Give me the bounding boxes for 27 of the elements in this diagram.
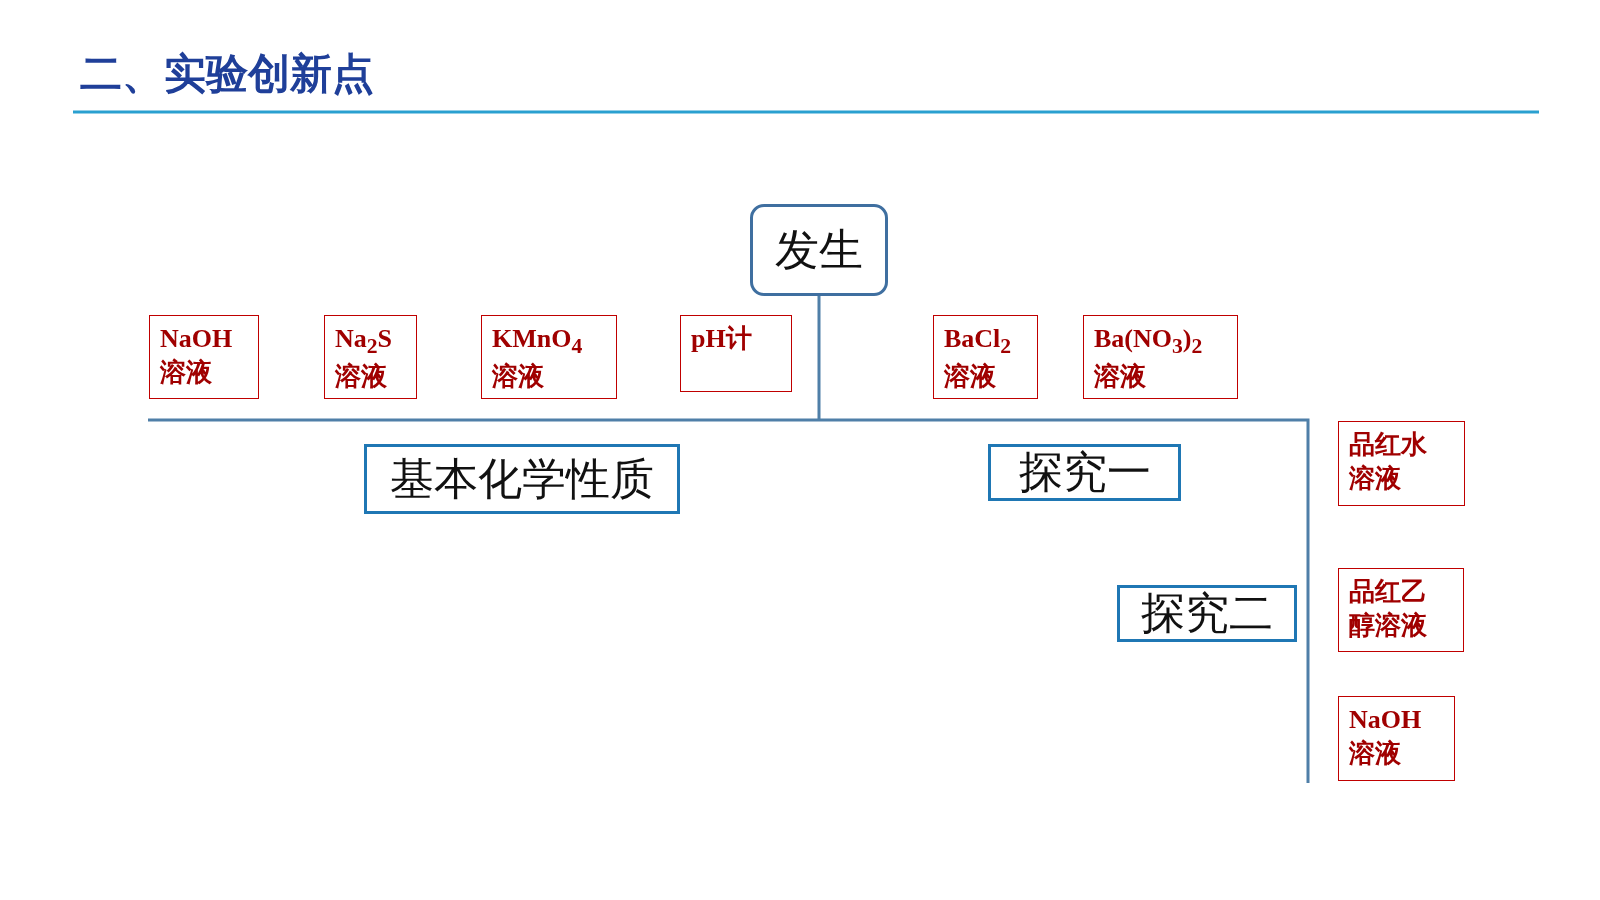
reagent-box [481,315,617,399]
reagent-label: pH计 [691,323,753,355]
category-box [1117,585,1297,642]
node-label: 发生 [775,222,863,277]
reagent-box [1338,568,1464,652]
reagent-box [149,315,259,399]
reagent-box [1338,696,1455,781]
node-label: 探究二 [1141,586,1273,640]
node-label: 基本化学性质 [390,451,654,506]
reagent-label: NaOH 溶液 [160,323,234,389]
reagent-box [1338,421,1465,506]
reagent-label: Na$_{2}$S 溶液 [335,323,394,394]
reagent-label: NaOH 溶液 [1349,704,1423,770]
category-box [988,444,1181,501]
reagent-box [933,315,1038,399]
reagent-label: 品红乙醇溶液 [1349,576,1428,642]
reagent-label: BaCl$_{2}$ 溶液 [944,323,1013,394]
slide-title: 二、实验创新点 [80,48,374,100]
node-label: 探究一 [1018,445,1151,499]
reagent-label: Ba(NO$_{3}$)$_{2}$ 溶液 [1094,323,1204,394]
reagent-label: 品红水溶液 [1349,429,1428,495]
topic-box [750,204,888,296]
reagent-box [1083,315,1238,399]
reagent-label: KMnO$_{4}$ 溶液 [492,323,584,394]
reagent-box [680,315,792,392]
category-box [364,444,680,514]
reagent-box [324,315,417,399]
